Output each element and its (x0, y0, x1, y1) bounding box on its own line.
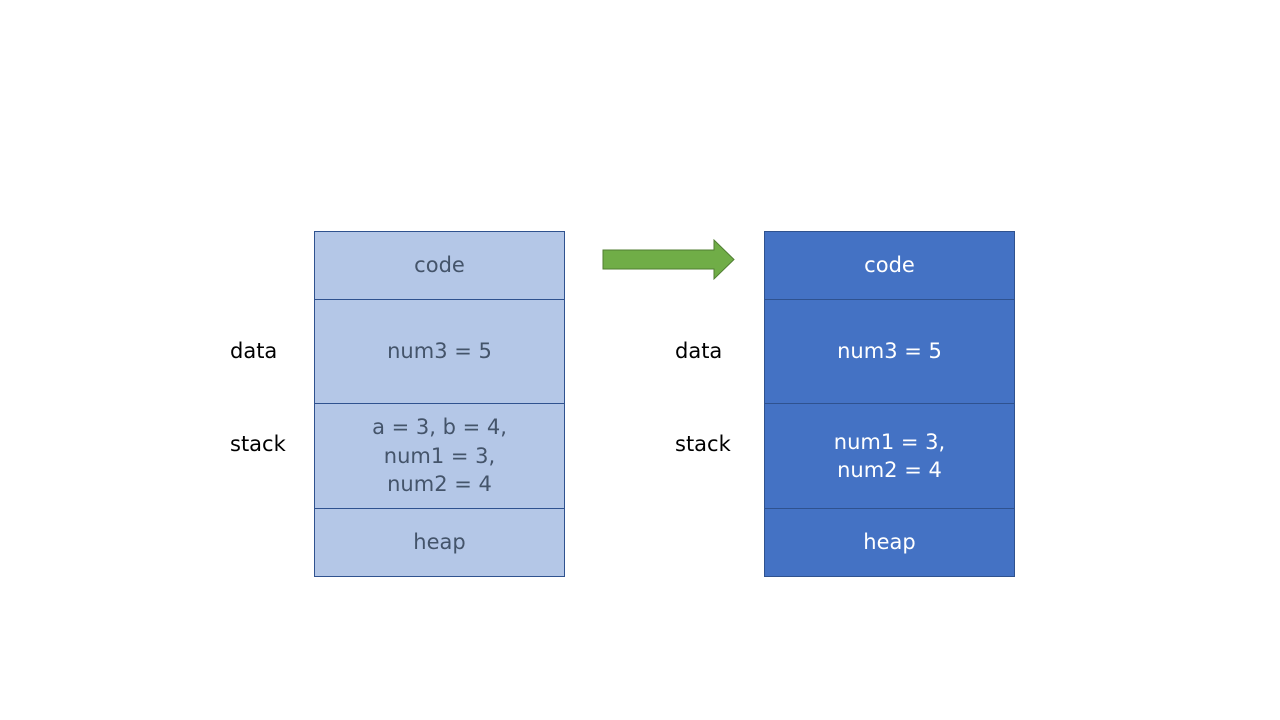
right-heap-segment: heap (764, 508, 1015, 577)
right-stack-segment: num1 = 3, num2 = 4 (764, 403, 1015, 509)
left-code-segment: code (314, 231, 565, 300)
right-arrow-icon (602, 239, 735, 281)
right-stack-label: stack (675, 432, 731, 456)
left-data-label: data (230, 339, 278, 363)
right-data-label: data (675, 339, 723, 363)
left-heap-segment: heap (314, 508, 565, 577)
left-data-segment: num3 = 5 (314, 299, 565, 404)
left-stack-segment: a = 3, b = 4, num1 = 3, num2 = 4 (314, 403, 565, 509)
right-data-segment: num3 = 5 (764, 299, 1015, 404)
left-stack-label: stack (230, 432, 286, 456)
right-code-segment: code (764, 231, 1015, 300)
